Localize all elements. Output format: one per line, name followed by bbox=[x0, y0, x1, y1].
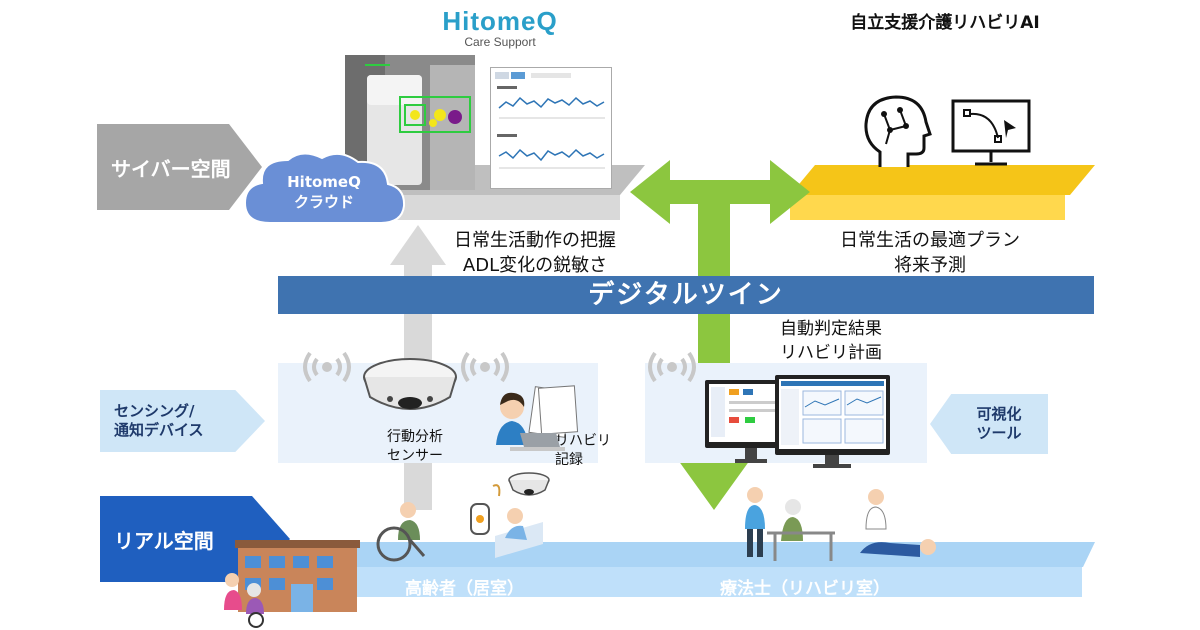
adl-caption: 日常生活動作の把握 ADL変化の鋭敏さ bbox=[420, 228, 650, 278]
wireless-signal-icon bbox=[461, 351, 509, 383]
sensing-device-label: センシング/ 通知デバイス bbox=[100, 390, 265, 452]
ai-slab-top bbox=[790, 165, 1095, 195]
sensor-line1: 行動分析 bbox=[387, 429, 443, 445]
ai-monitor-icon bbox=[951, 99, 1031, 166]
adl-line2: ADL変化の鋭敏さ bbox=[462, 255, 608, 277]
therapist-room-label: 療法士（リハビリ室） bbox=[720, 579, 890, 599]
auto-line2: リハビリ計画 bbox=[780, 342, 882, 363]
hitomeq-logo: HitomeQ Care Support bbox=[400, 6, 600, 49]
viz-line1: 可視化 bbox=[976, 404, 1022, 423]
ai-head-icon bbox=[864, 95, 932, 167]
record-caption: リハビリ 記録 bbox=[555, 432, 625, 470]
plan-line2: 将来予測 bbox=[894, 255, 966, 277]
auto-judgement-caption: 自動判定結果 リハビリ計画 bbox=[780, 318, 920, 366]
green-arrows bbox=[630, 160, 810, 510]
record-line1: リハビリ bbox=[555, 433, 611, 449]
ceiling-sensor-icon bbox=[363, 358, 457, 410]
cloud-line2: クラウド bbox=[293, 193, 354, 212]
visualization-tool-label: 可視化 ツール bbox=[930, 394, 1048, 454]
small-ceiling-sensor-icon bbox=[508, 472, 550, 496]
sensing-line1: センシング/ bbox=[114, 401, 195, 420]
digital-twin-bar: デジタルツイン bbox=[278, 276, 1094, 314]
cloud-line1: HitomeQ bbox=[287, 173, 361, 191]
down-green-arrow bbox=[678, 204, 750, 510]
elderly-wheelchair-icon bbox=[376, 502, 426, 562]
logo-main: HitomeQ bbox=[442, 6, 558, 36]
cloud-label: HitomeQ クラウド bbox=[248, 172, 400, 213]
activity-graph-icon bbox=[495, 72, 605, 169]
real-floor-front bbox=[330, 567, 1082, 597]
ai-title: 自立支援介護リハビリAI bbox=[850, 13, 1040, 33]
sensor-line2: センサー bbox=[387, 447, 443, 464]
therapist-floor-exercise-icon bbox=[860, 489, 936, 557]
cyber-space-label: サイバー空間 bbox=[97, 124, 262, 210]
cloud-icon bbox=[243, 152, 406, 224]
horizontal-green-arrow bbox=[630, 160, 810, 224]
plan-caption: 日常生活の最適プラン 将来予測 bbox=[800, 228, 1060, 278]
plan-line1: 日常生活の最適プラン bbox=[840, 230, 1020, 251]
viz-line2: ツール bbox=[976, 424, 1022, 442]
caregiver-wheelchair-icon bbox=[224, 573, 264, 628]
logo-sub: Care Support bbox=[464, 35, 536, 49]
wireless-signal-icon bbox=[303, 351, 351, 383]
ai-slab-front bbox=[790, 195, 1065, 220]
sensor-caption: 行動分析 センサー bbox=[370, 428, 460, 466]
wireless-signal-icon bbox=[648, 351, 696, 383]
visualization-monitors-icon bbox=[705, 375, 890, 468]
adl-line1: 日常生活動作の把握 bbox=[454, 230, 616, 251]
staff-with-laptop-icon bbox=[496, 385, 579, 451]
sensing-line2: 通知デバイス bbox=[114, 421, 204, 439]
elderly-bed-icon bbox=[470, 484, 543, 558]
real-floor-top bbox=[330, 542, 1095, 567]
activity-graph-screen bbox=[490, 67, 612, 189]
elderly-room-label: 高齢者（居室） bbox=[405, 579, 524, 599]
auto-line1: 自動判定結果 bbox=[780, 319, 882, 339]
record-line2: 記録 bbox=[555, 451, 583, 468]
therapist-walking-support-icon bbox=[745, 487, 835, 561]
